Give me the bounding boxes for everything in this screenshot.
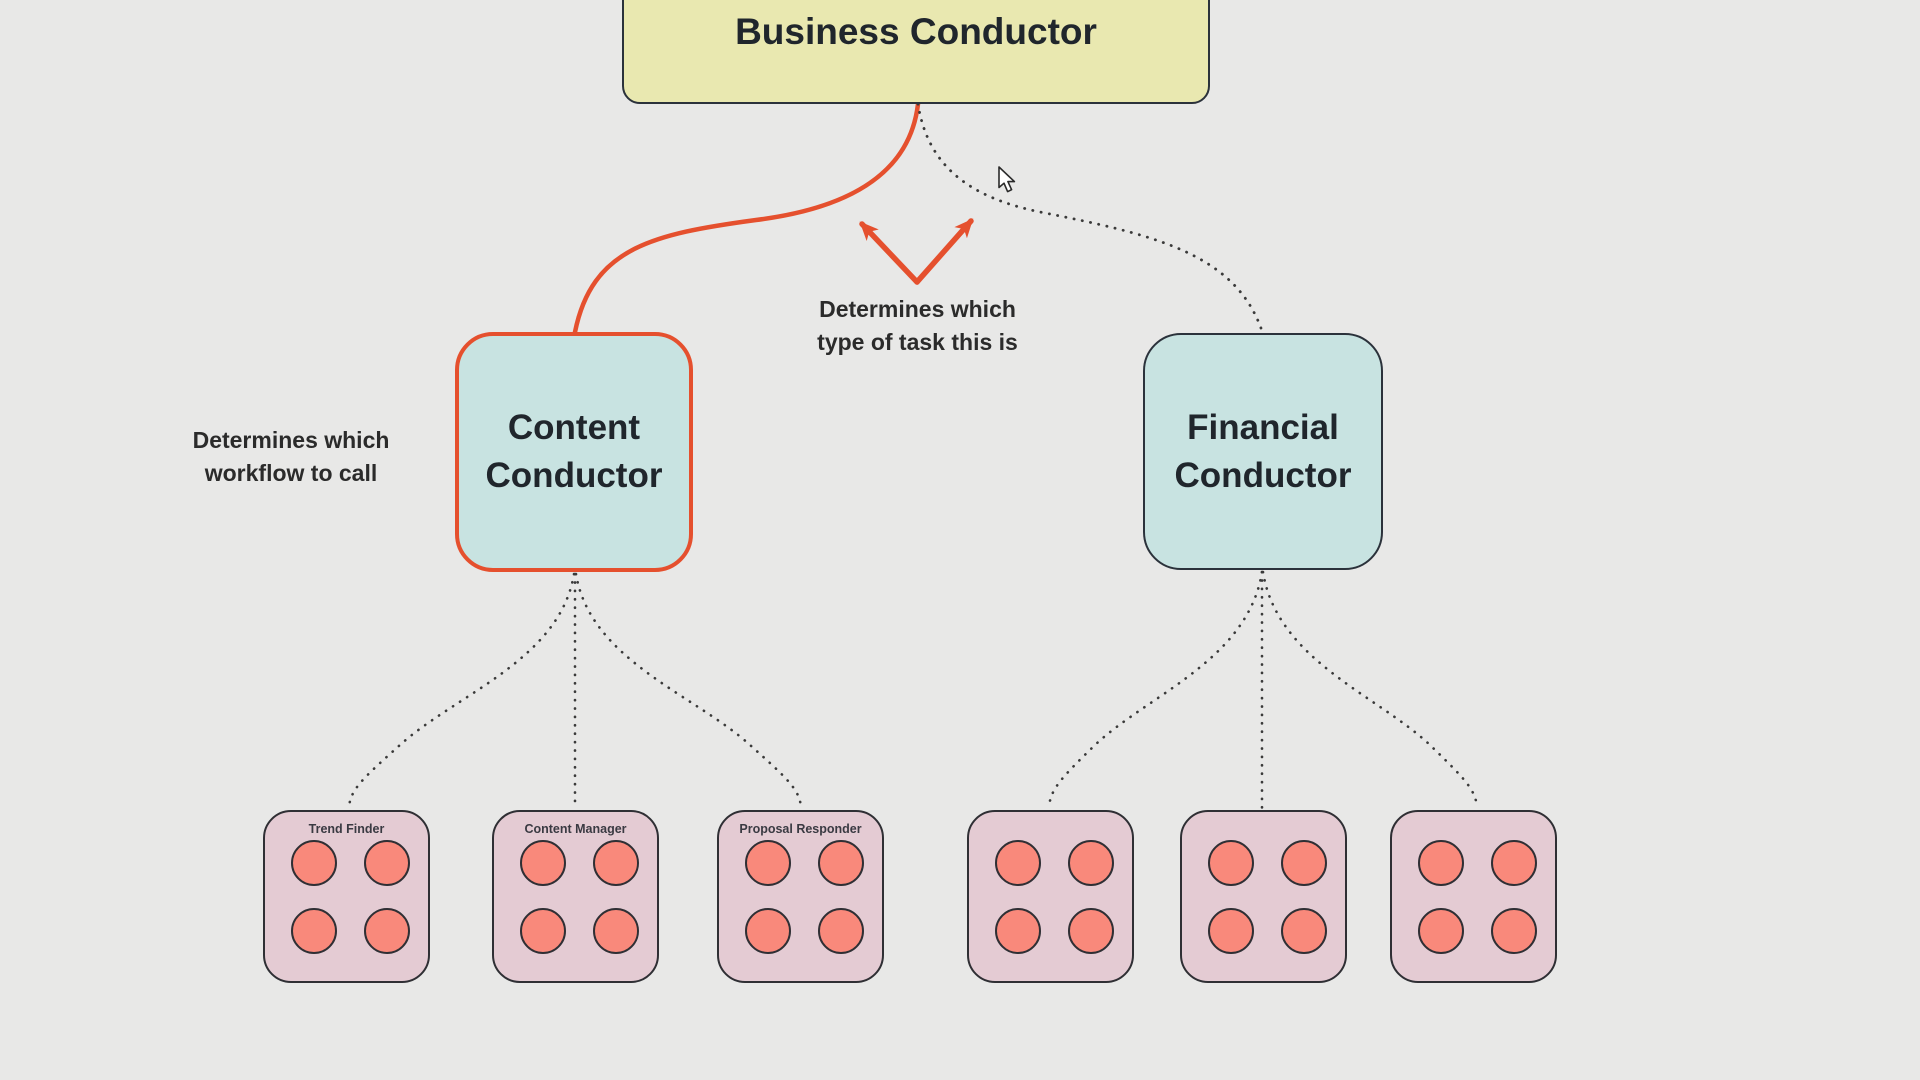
annotation-workflow-line1: Determines which: [192, 427, 390, 453]
agent-dot-grid: [1208, 840, 1327, 954]
worker-box-proposal-responder[interactable]: Proposal Responder: [717, 810, 884, 983]
edge-content-to-proposal-responder: [574, 572, 803, 810]
node-financial-conductor[interactable]: Financial Conductor: [1143, 333, 1383, 570]
agent-dot: [818, 840, 864, 886]
worker-box-financial-3[interactable]: [1390, 810, 1557, 983]
business-conductor-label: Business Conductor: [735, 11, 1097, 52]
agent-dot: [818, 908, 864, 954]
agent-dot: [1418, 908, 1464, 954]
worker-box-trend-finder[interactable]: Trend Finder: [263, 810, 430, 983]
edge-financial-to-worker-3: [1261, 570, 1479, 810]
agent-dot-grid: [745, 840, 864, 954]
annotation-arrow-left: [859, 221, 920, 285]
edge-business-to-financial: [916, 102, 1264, 333]
agent-dot: [291, 840, 337, 886]
agent-dot: [1208, 840, 1254, 886]
agent-dot: [1281, 840, 1327, 886]
agent-dot: [291, 908, 337, 954]
edge-content-to-trend-finder: [347, 572, 576, 810]
agent-dot: [1418, 840, 1464, 886]
edge-business-to-content: [572, 101, 921, 335]
content-conductor-label-line2: Conductor: [485, 456, 663, 495]
edge-financial-to-worker-1: [1047, 570, 1264, 810]
agent-dot: [1068, 908, 1114, 954]
agent-dot: [1491, 840, 1537, 886]
worker-label: Trend Finder: [308, 822, 385, 836]
financial-conductor-label-line1: Financial: [1187, 407, 1339, 447]
annotation-workflow[interactable]: Determines which workflow to call: [166, 424, 416, 490]
agent-dot-grid: [520, 840, 639, 954]
agent-dot: [1491, 908, 1537, 954]
annotation-workflow-line2: workflow to call: [204, 460, 378, 486]
agent-dot: [745, 840, 791, 886]
agent-dot-grid: [995, 840, 1114, 954]
agent-dot: [1281, 908, 1327, 954]
node-business-conductor[interactable]: Business Conductor: [622, 0, 1210, 104]
agent-dot: [520, 908, 566, 954]
agent-dot: [1208, 908, 1254, 954]
annotation-arrow-right: [914, 218, 974, 285]
agent-dot: [364, 840, 410, 886]
agent-dot-grid: [1418, 840, 1537, 954]
annotation-task-type-line1: Determines which: [819, 296, 1016, 322]
agent-dot: [745, 908, 791, 954]
mouse-cursor: [998, 166, 1016, 193]
financial-conductor-label-line2: Conductor: [1174, 455, 1352, 495]
agent-dot: [520, 840, 566, 886]
agent-dot: [593, 908, 639, 954]
agent-dot: [593, 840, 639, 886]
worker-label: Proposal Responder: [739, 822, 862, 836]
content-conductor-label-line1: Content: [507, 408, 641, 447]
worker-box-financial-2[interactable]: [1180, 810, 1347, 983]
worker-label: Content Manager: [524, 822, 627, 836]
annotation-task-type[interactable]: Determines which type of task this is: [790, 293, 1045, 359]
node-content-conductor[interactable]: Content Conductor: [455, 332, 693, 572]
worker-box-financial-1[interactable]: [967, 810, 1134, 983]
agent-dot: [364, 908, 410, 954]
annotation-task-type-line2: type of task this is: [817, 329, 1018, 355]
worker-box-content-manager[interactable]: Content Manager: [492, 810, 659, 983]
agent-dot: [995, 840, 1041, 886]
agent-dot: [1068, 840, 1114, 886]
agent-dot: [995, 908, 1041, 954]
agent-dot-grid: [291, 840, 410, 954]
